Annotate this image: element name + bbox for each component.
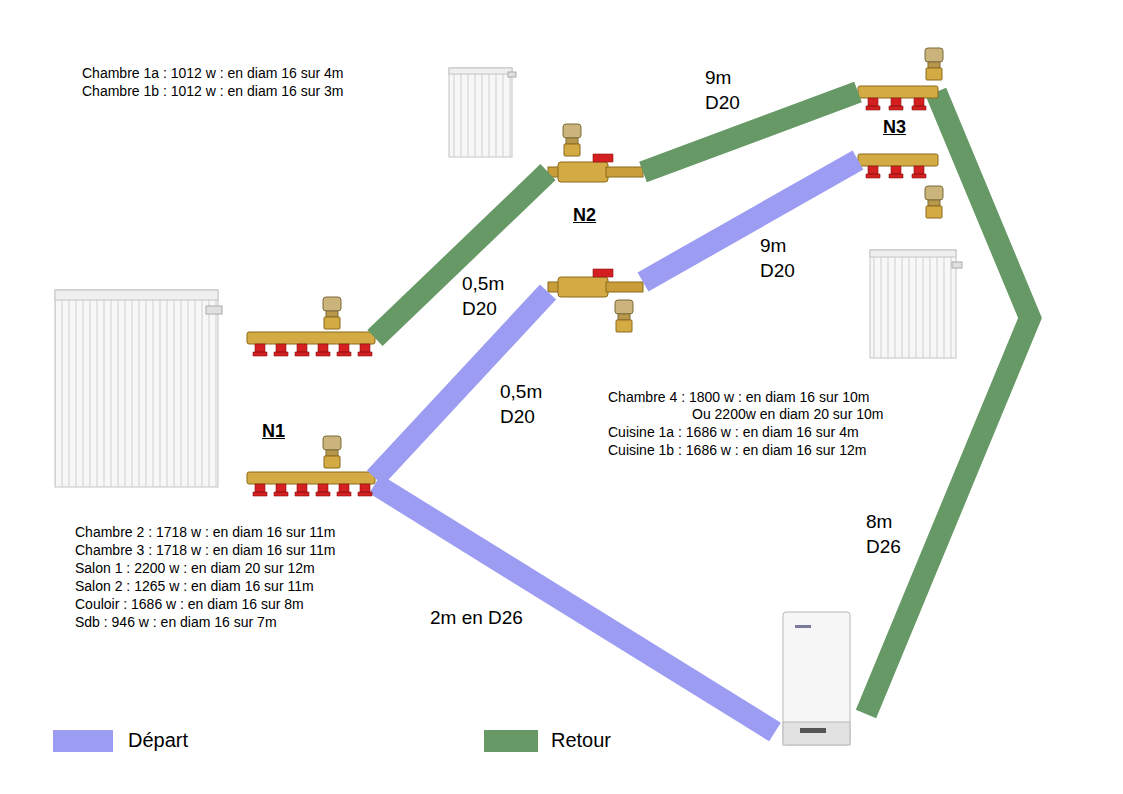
manifold-node: N1 xyxy=(243,290,375,500)
pipe-length-label: 9m D20 xyxy=(705,66,740,115)
legend-text: Retour xyxy=(551,728,611,752)
pipe-connector xyxy=(643,160,858,282)
radiator xyxy=(449,68,512,157)
radiator-rail xyxy=(870,250,956,257)
boiler-panel xyxy=(783,722,850,745)
room-note: Chambre 1b : 1012 w : en diam 16 sur 3m xyxy=(82,82,343,100)
boiler-logo xyxy=(795,625,811,628)
pipe-length-label: 8m D26 xyxy=(866,510,901,559)
air-vent xyxy=(563,124,581,156)
air-vent xyxy=(615,300,633,332)
radiator-rail xyxy=(55,290,218,300)
room-note: Sdb : 946 w : en diam 16 sur 7m xyxy=(75,613,277,631)
air-vent xyxy=(323,436,341,468)
manifold-label: N2 xyxy=(573,204,596,226)
return-pipe xyxy=(866,92,1030,714)
air-vent xyxy=(925,48,943,80)
room-note: Chambre 4 : 1800 w : en diam 16 sur 10m xyxy=(608,388,869,406)
manifold-label: N1 xyxy=(262,420,285,442)
pipe-length-label: 2m en D26 xyxy=(430,606,523,631)
boiler-display xyxy=(800,728,826,733)
manifold xyxy=(247,332,375,356)
room-note: Salon 1 : 2200 w : en diam 20 sur 12m xyxy=(75,559,315,577)
room-note: Ou 2200w en diam 20 sur 10m xyxy=(692,405,883,423)
radiator-rail xyxy=(449,68,512,74)
radiator xyxy=(55,290,218,487)
manifold xyxy=(858,86,938,110)
legend-text: Départ xyxy=(128,728,188,752)
air-vent xyxy=(323,297,341,329)
pipe-connector xyxy=(375,292,548,478)
legend-swatch xyxy=(53,730,113,752)
room-note: Cuisine 1a : 1686 w : en diam 16 sur 4m xyxy=(608,423,859,441)
pipe-length-label: 0,5m D20 xyxy=(462,272,504,321)
room-note: Cuisine 1b : 1686 w : en diam 16 sur 12m xyxy=(608,441,866,459)
room-note: Chambre 2 : 1718 w : en diam 16 sur 11m xyxy=(75,523,335,541)
tee-valve xyxy=(548,269,643,297)
manifold-node: N2 xyxy=(548,110,643,340)
pipe-connector xyxy=(643,92,858,172)
boiler xyxy=(783,612,850,745)
supply-pipe xyxy=(375,484,775,732)
manifold-label: N3 xyxy=(883,116,906,138)
air-vent xyxy=(925,186,943,218)
room-note: Chambre 1a : 1012 w : en diam 16 sur 4m xyxy=(82,64,343,82)
manifold-node: N3 xyxy=(858,40,953,230)
room-note: Salon 2 : 1265 w : en diam 16 sur 11m xyxy=(75,577,314,595)
manifold xyxy=(858,154,938,178)
room-note: Couloir : 1686 w : en diam 16 sur 8m xyxy=(75,595,304,613)
radiator-valve xyxy=(206,306,222,314)
radiator-valve xyxy=(508,72,516,77)
room-note: Chambre 3 : 1718 w : en diam 16 sur 11m xyxy=(75,541,335,559)
manifold xyxy=(247,472,375,496)
radiator xyxy=(870,250,956,358)
pipe-length-label: 0,5m D20 xyxy=(500,380,542,429)
tee-valve xyxy=(548,154,643,182)
pipe-length-label: 9m D20 xyxy=(760,234,795,283)
radiator-valve xyxy=(952,262,962,268)
legend-swatch xyxy=(484,730,538,752)
